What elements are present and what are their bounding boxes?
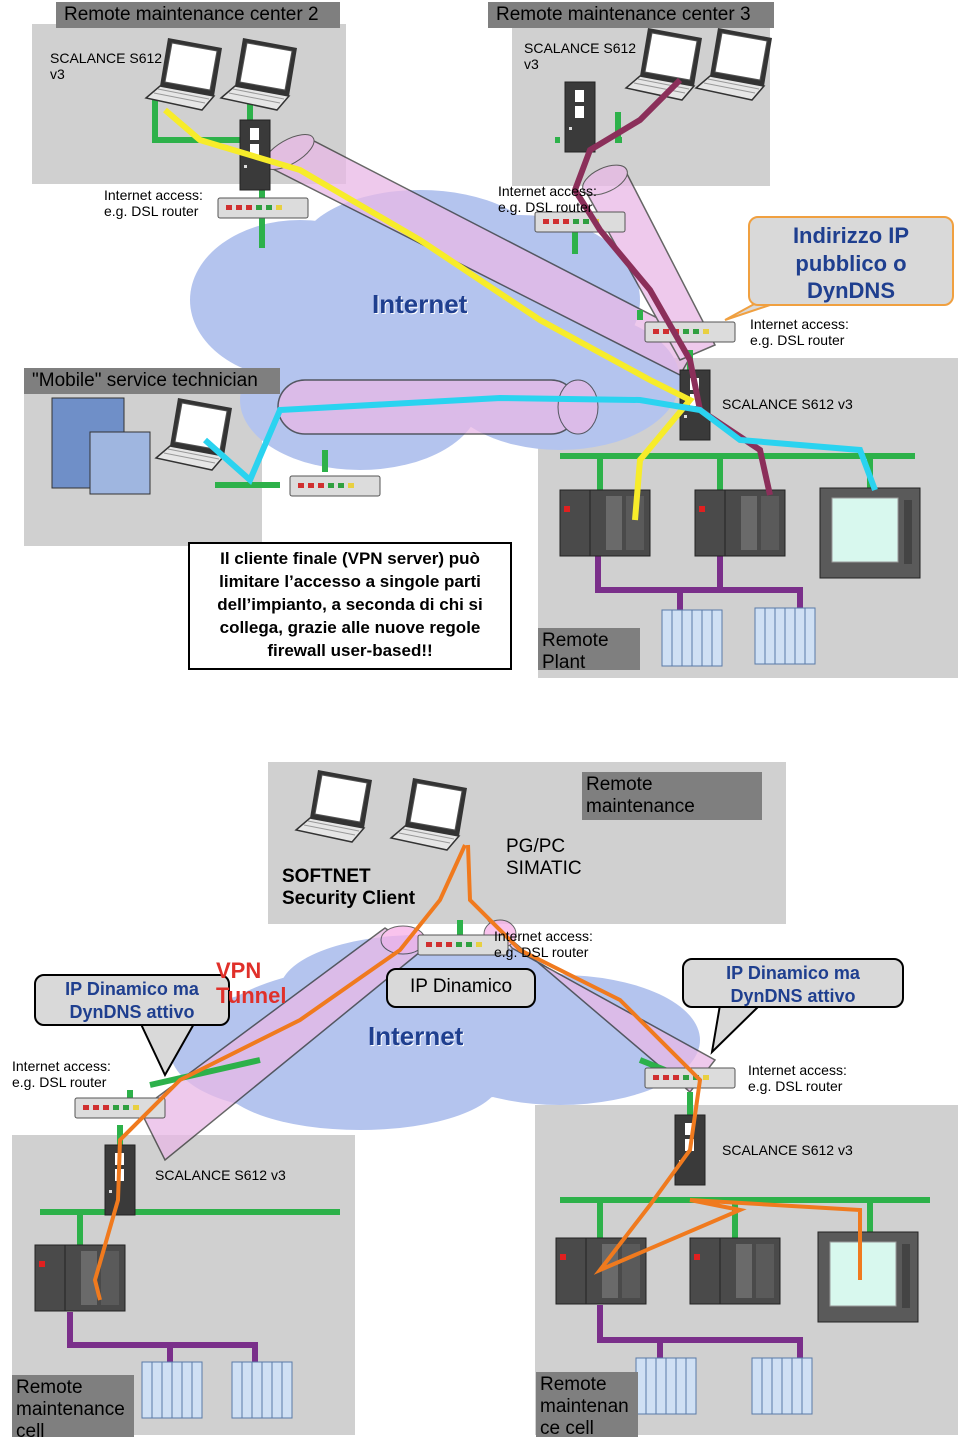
- plc-icon: [689, 1237, 781, 1305]
- io-module-icon: [231, 1361, 293, 1419]
- router-icon: [644, 321, 736, 343]
- profibus-lines-bottom: [67, 1305, 803, 1365]
- left-dyndns-callout: IP Dinamico ma DynDNS attivo: [34, 974, 230, 1026]
- router-icon: [217, 197, 309, 219]
- io-module-icon: [661, 609, 723, 667]
- scalance-icon: [564, 81, 596, 153]
- software-box-icon: [51, 397, 151, 495]
- plant-access-label: Internet access: e.g. DSL router: [750, 316, 849, 349]
- io-module-icon: [751, 1357, 813, 1415]
- right-dyndns-callout: IP Dinamico ma DynDNS attivo: [682, 958, 904, 1008]
- io-module-icon: [141, 1361, 203, 1419]
- io-module-icon: [635, 1357, 697, 1415]
- io-module-icon: [754, 607, 816, 665]
- plant-device-label: SCALANCE S612 v3: [722, 396, 853, 412]
- hmi-panel-icon: [817, 1231, 919, 1323]
- center-access-label: Internet access: e.g. DSL router: [494, 928, 593, 961]
- left-device-label: SCALANCE S612 v3: [155, 1167, 286, 1183]
- remote-plant-label: Remote Plant: [538, 628, 640, 670]
- cable-orange-left: [92, 844, 467, 1301]
- mobile-technician-title: "Mobile" service technician: [24, 368, 280, 394]
- left-cell-label: Remote maintenance cell: [12, 1375, 134, 1437]
- hmi-panel-icon: [819, 487, 921, 579]
- left-access-label: Internet access: e.g. DSL router: [12, 1058, 111, 1091]
- pgpc-label: PG/PC SIMATIC: [506, 836, 582, 879]
- remote-maintenance-label: Remote maintenance: [582, 772, 762, 820]
- softnet-label: SOFTNET Security Client: [282, 866, 416, 909]
- vpn-tunnel-label: VPN Tunnel: [216, 958, 287, 1009]
- router-icon: [289, 475, 381, 497]
- right-cell-label: Remote maintenan ce cell: [536, 1372, 638, 1437]
- firewall-note: Il cliente finale (VPN server) può limit…: [188, 542, 512, 670]
- cable-cyan: [203, 394, 878, 492]
- internet-label-bottom: Internet: [368, 1021, 464, 1051]
- center2-device-label: SCALANCE S612 v3: [50, 50, 163, 83]
- center3-device-label: SCALANCE S612 v3: [524, 40, 637, 73]
- right-device-label: SCALANCE S612 v3: [722, 1142, 853, 1158]
- callout-pointer: [710, 1004, 763, 1055]
- cable-orange-right: [466, 844, 862, 1280]
- internet-label-top: Internet: [372, 289, 468, 319]
- center3-access-label: Internet access: e.g. DSL router: [498, 183, 597, 216]
- right-access-label: Internet access: e.g. DSL router: [748, 1062, 847, 1095]
- cable-yellow: [163, 107, 695, 521]
- ip-dinamico-box: IP Dinamico: [386, 968, 536, 1008]
- center3-title: Remote maintenance center 3: [488, 2, 774, 28]
- plc-icon: [694, 489, 786, 557]
- public-ip-callout: Indirizzo IP pubblico o DynDNS: [748, 216, 954, 306]
- center2-title: Remote maintenance center 2: [56, 2, 340, 28]
- center2-access-label: Internet access: e.g. DSL router: [104, 187, 203, 220]
- plc-icon: [34, 1244, 126, 1312]
